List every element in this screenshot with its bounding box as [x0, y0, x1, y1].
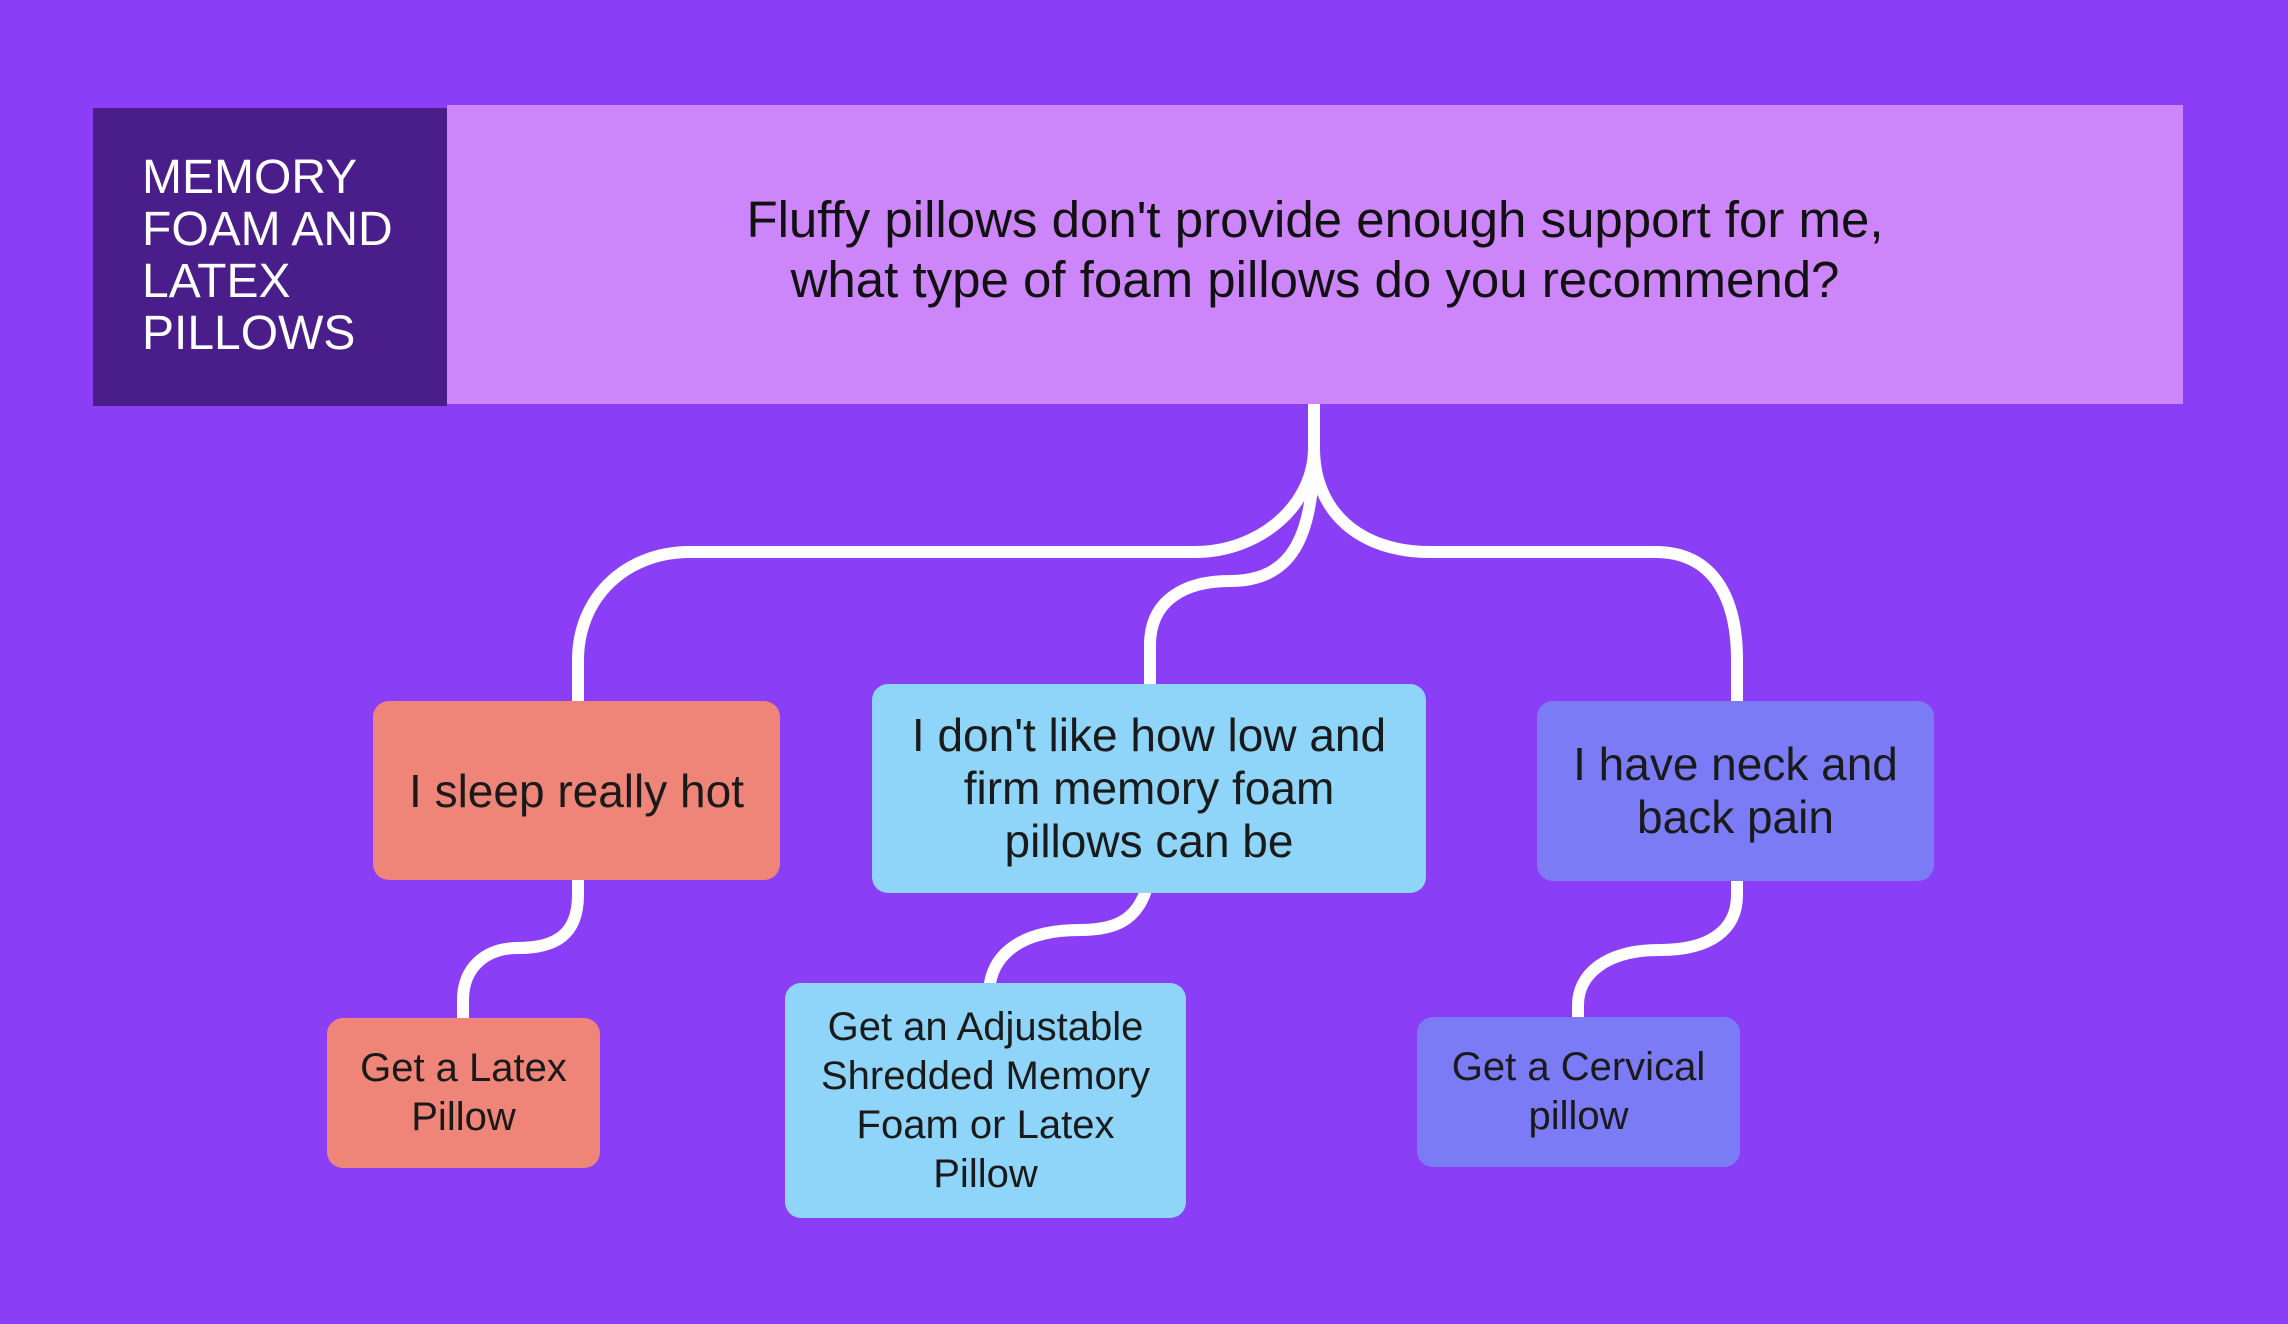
- answer-node-low-firm: I don't like how low and firm memory foa…: [872, 684, 1426, 893]
- answer-node-neck-back-pain: I have neck and back pain: [1537, 701, 1934, 881]
- answer-node-sleep-hot: I sleep really hot: [373, 701, 780, 880]
- category-label: MEMORY FOAM AND LATEX PILLOWS: [142, 151, 393, 360]
- answer-label: I sleep really hot: [409, 764, 744, 817]
- connector-question-to-firm: [1144, 442, 1320, 690]
- question-text: Fluffy pillows don't provide enough supp…: [746, 190, 1884, 308]
- recommendation-label: Get a Latex Pillow: [360, 1046, 567, 1139]
- answer-label: I don't like how low and firm memory foa…: [911, 709, 1387, 867]
- category-header: MEMORY FOAM AND LATEX PILLOWS: [93, 108, 447, 406]
- question-node: Fluffy pillows don't provide enough supp…: [447, 105, 2183, 404]
- connector-firm-to-adjust: [984, 887, 1151, 989]
- connector-hot-to-latex: [457, 874, 584, 1024]
- recommendation-label: Get a Cervical pillow: [1451, 1045, 1706, 1138]
- connector-neck-to-cervical: [1572, 875, 1743, 1023]
- recommendation-node-adjustable: Get an Adjustable Shredded Memory Foam o…: [785, 983, 1186, 1218]
- connector-question-to-neck: [1308, 442, 1743, 707]
- recommendation-node-cervical: Get a Cervical pillow: [1417, 1017, 1740, 1167]
- answer-label: I have neck and back pain: [1573, 738, 1898, 843]
- connector-question-to-hot: [572, 442, 1320, 707]
- recommendation-node-latex: Get a Latex Pillow: [327, 1018, 600, 1168]
- recommendation-label: Get an Adjustable Shredded Memory Foam o…: [820, 1004, 1151, 1196]
